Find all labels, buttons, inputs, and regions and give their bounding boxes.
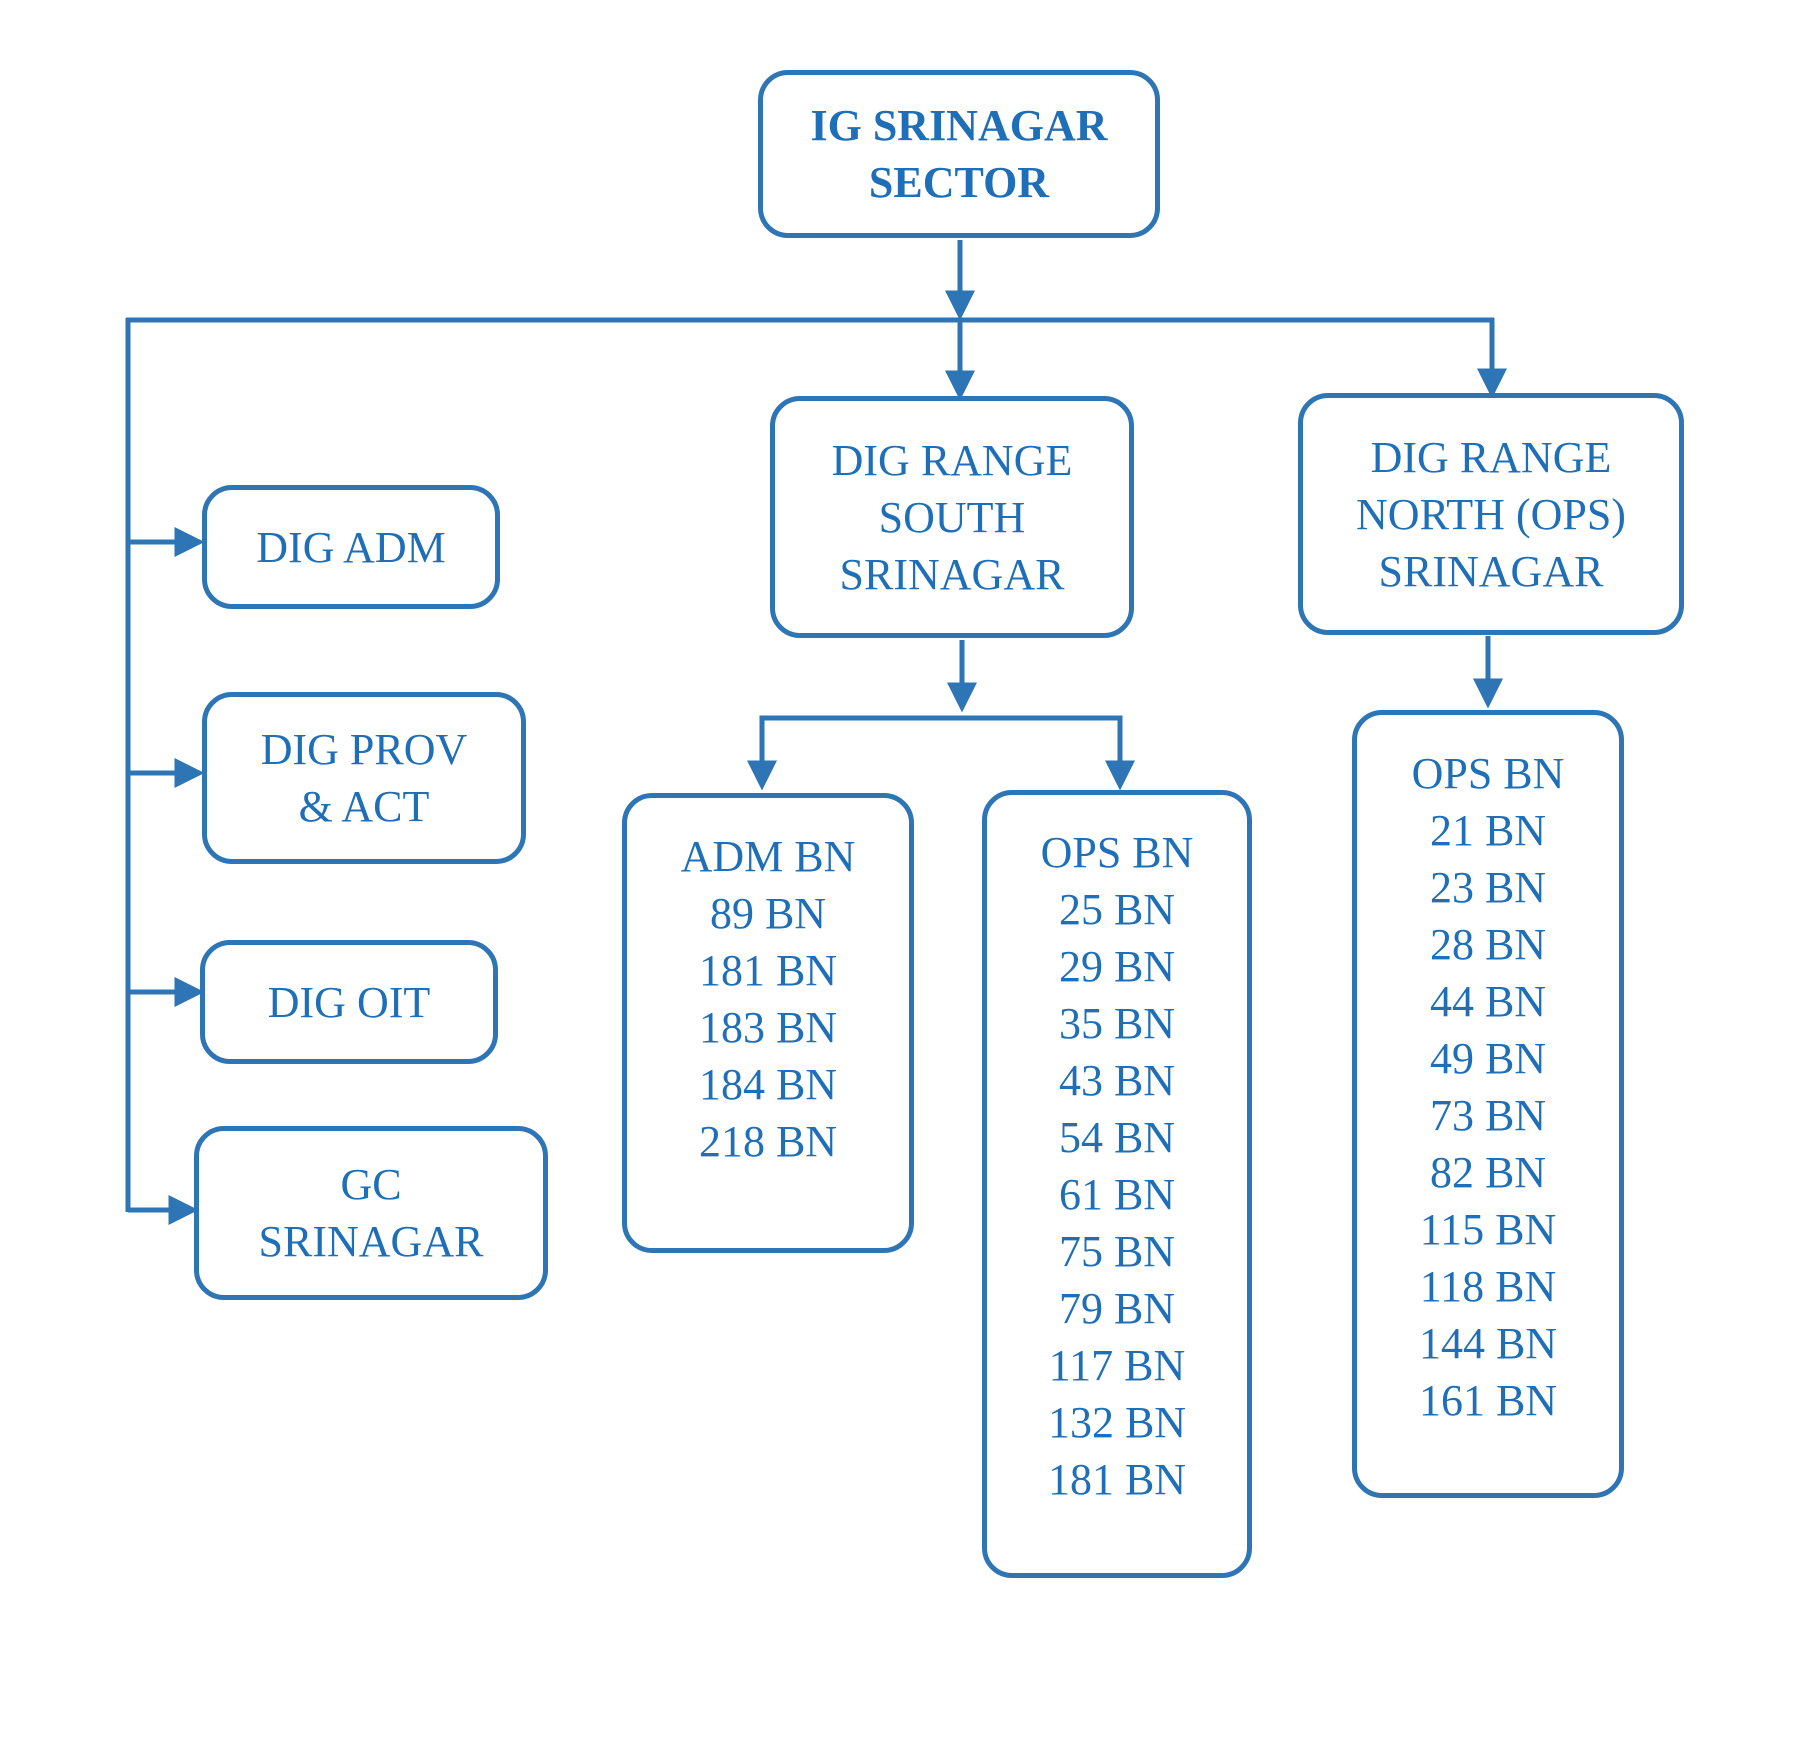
ops-bn-south-box: OPS BN 25 BN 29 BN 35 BN 43 BN 54 BN 61 … bbox=[982, 790, 1252, 1578]
list-item: 183 BN bbox=[698, 1003, 838, 1052]
list-item: 115 BN bbox=[1419, 1205, 1557, 1254]
list-item: 49 BN bbox=[1429, 1034, 1547, 1083]
dig-adm-box: DIG ADM bbox=[202, 485, 500, 609]
root-line-2: SECTOR bbox=[868, 158, 1050, 207]
dig-prov-act-box: DIG PROV & ACT bbox=[202, 692, 526, 864]
adm-bn-box: ADM BN 89 BN 181 BN 183 BN 184 BN 218 BN bbox=[622, 793, 914, 1253]
dig-range-south-box: DIG RANGE SOUTH SRINAGAR bbox=[770, 396, 1134, 638]
list-item: 79 BN bbox=[1058, 1284, 1176, 1333]
range-north-line-1: DIG RANGE bbox=[1370, 432, 1612, 482]
list-item: 132 BN bbox=[1047, 1398, 1187, 1447]
list-item: 184 BN bbox=[698, 1060, 838, 1109]
dig-oit-box: DIG OIT bbox=[200, 940, 498, 1064]
list-item: 161 BN bbox=[1418, 1376, 1558, 1425]
ops-bn-north-title: OPS BN bbox=[1411, 749, 1565, 798]
list-item: 181 BN bbox=[1047, 1455, 1187, 1504]
adm-bn-title: ADM BN bbox=[680, 832, 856, 881]
ops-bn-south-title: OPS BN bbox=[1040, 828, 1194, 877]
ig-srinagar-sector-box: IG SRINAGAR SECTOR bbox=[758, 70, 1160, 238]
range-north-line-3: SRINAGAR bbox=[1378, 546, 1604, 596]
list-item: 28 BN bbox=[1429, 920, 1547, 969]
dig-adm-label: DIG ADM bbox=[256, 522, 446, 572]
list-item: 44 BN bbox=[1429, 977, 1547, 1026]
list-item: 181 BN bbox=[698, 946, 838, 995]
list-item: 218 BN bbox=[698, 1117, 838, 1166]
list-item: 25 BN bbox=[1058, 885, 1176, 934]
list-item: 54 BN bbox=[1058, 1113, 1176, 1162]
list-item: 89 BN bbox=[709, 889, 827, 938]
range-north-line-2: NORTH (OPS) bbox=[1356, 489, 1626, 539]
dig-prov-line-2: & ACT bbox=[298, 782, 430, 831]
gc-line-1: GC bbox=[340, 1160, 402, 1209]
range-south-line-1: DIG RANGE bbox=[831, 435, 1073, 485]
list-item: 75 BN bbox=[1058, 1227, 1176, 1276]
ops-bn-north-box: OPS BN 21 BN 23 BN 28 BN 44 BN 49 BN 73 … bbox=[1352, 710, 1624, 1498]
south-sub-bus bbox=[759, 715, 1123, 778]
list-item: 82 BN bbox=[1429, 1148, 1547, 1197]
list-item: 61 BN bbox=[1058, 1170, 1176, 1219]
list-item: 43 BN bbox=[1058, 1056, 1176, 1105]
list-item: 21 BN bbox=[1429, 806, 1547, 855]
dig-prov-line-1: DIG PROV bbox=[260, 725, 468, 774]
list-item: 73 BN bbox=[1429, 1091, 1547, 1140]
gc-srinagar-box: GC SRINAGAR bbox=[194, 1126, 548, 1300]
gc-line-2: SRINAGAR bbox=[258, 1217, 484, 1266]
dig-oit-label: DIG OIT bbox=[267, 977, 431, 1027]
root-line-1: IG SRINAGAR bbox=[810, 101, 1108, 150]
list-item: 144 BN bbox=[1418, 1319, 1558, 1368]
list-item: 118 BN bbox=[1419, 1262, 1557, 1311]
range-south-line-2: SOUTH bbox=[878, 492, 1026, 542]
list-item: 23 BN bbox=[1429, 863, 1547, 912]
list-item: 29 BN bbox=[1058, 942, 1176, 991]
list-item: 117 BN bbox=[1048, 1341, 1186, 1390]
range-south-line-3: SRINAGAR bbox=[839, 549, 1065, 599]
dig-range-north-box: DIG RANGE NORTH (OPS) SRINAGAR bbox=[1298, 393, 1684, 635]
list-item: 35 BN bbox=[1058, 999, 1176, 1048]
